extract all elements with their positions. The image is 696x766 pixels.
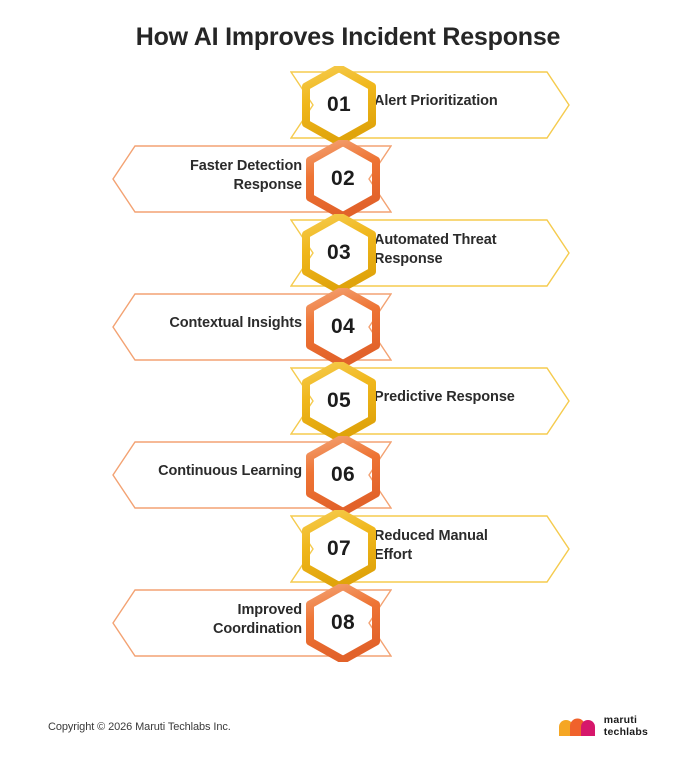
step-banner (290, 71, 570, 139)
footer: Copyright © 2026 Maruti Techlabs Inc. ma… (0, 710, 696, 744)
step-label: Continuous Learning (146, 438, 302, 506)
step-label: Predictive Response (374, 364, 536, 432)
step-banner-outline (290, 71, 570, 139)
step-hexagon-badge: 08 (306, 584, 380, 662)
step-banner-outline (290, 367, 570, 435)
step-row: Reduced Manual Effort 07 (0, 510, 696, 588)
logo-mark-icon (558, 718, 595, 736)
step-banner-outline (112, 589, 392, 657)
step-number: 04 (331, 315, 355, 338)
step-label: Alert Prioritization (374, 68, 536, 136)
step-banner-outline (290, 219, 570, 287)
step-row: Improved Coordination 08 (0, 584, 696, 662)
step-label-text: Contextual Insights (169, 315, 302, 332)
step-banner (112, 293, 392, 361)
step-banner (290, 367, 570, 435)
step-label-text: Reduced Manual Effort (374, 527, 488, 563)
step-banner (112, 441, 392, 509)
step-label-text: Improved Coordination (212, 601, 302, 637)
step-label-text: Alert Prioritization (374, 93, 498, 110)
step-number: 05 (327, 389, 351, 412)
logo-wordmark: maruti techlabs (603, 714, 648, 739)
step-banner-outline (112, 145, 392, 213)
maruti-techlabs-logo: maruti techlabs (557, 714, 648, 739)
step-hexagon-badge: 06 (306, 436, 380, 514)
step-number: 08 (331, 611, 355, 634)
step-banner (290, 219, 570, 287)
step-row: Faster Detection Response 02 (0, 140, 696, 218)
step-label: Automated Threat Response (374, 216, 536, 284)
step-hexagon-badge: 07 (302, 510, 376, 588)
step-banner-outline (290, 515, 570, 583)
step-number: 01 (327, 93, 351, 116)
step-label: Improved Coordination (146, 586, 302, 654)
step-hexagon-badge: 01 (302, 66, 376, 144)
step-banner-outline (112, 293, 392, 361)
step-hexagon-badge: 05 (302, 362, 376, 440)
copyright-text: Copyright © 2026 Maruti Techlabs Inc. (48, 721, 231, 733)
logo-line-1: maruti (603, 714, 638, 727)
step-label-text: Automated Threat Response (374, 231, 497, 267)
step-label: Reduced Manual Effort (374, 512, 536, 580)
step-label-text: Faster Detection Response (189, 157, 302, 193)
step-row: Alert Prioritization 01 (0, 66, 696, 144)
step-banner-outline (112, 441, 392, 509)
step-number: 03 (327, 241, 351, 264)
step-hexagon-badge: 04 (306, 288, 380, 366)
step-banner (290, 515, 570, 583)
page-title: How AI Improves Incident Response (135, 23, 561, 51)
steps-list: Alert Prioritization 01 Faster Detection… (0, 66, 696, 662)
logo-line-2: techlabs (603, 726, 648, 738)
step-row: Automated Threat Response 03 (0, 214, 696, 292)
step-label: Contextual Insights (146, 290, 302, 358)
step-row: Contextual Insights 04 (0, 288, 696, 366)
step-label-text: Continuous Learning (158, 463, 302, 480)
step-number: 07 (327, 537, 351, 560)
step-number: 02 (331, 167, 355, 190)
step-hexagon-badge: 02 (306, 140, 380, 218)
step-row: Continuous Learning 06 (0, 436, 696, 514)
step-number: 06 (331, 463, 355, 486)
step-hexagon-badge: 03 (302, 214, 376, 292)
step-label-text: Predictive Response (374, 389, 515, 406)
step-row: Predictive Response 05 (0, 362, 696, 440)
step-label: Faster Detection Response (146, 142, 302, 210)
step-hexagon-outline (306, 584, 380, 662)
step-banner (112, 145, 392, 213)
step-banner (112, 589, 392, 657)
